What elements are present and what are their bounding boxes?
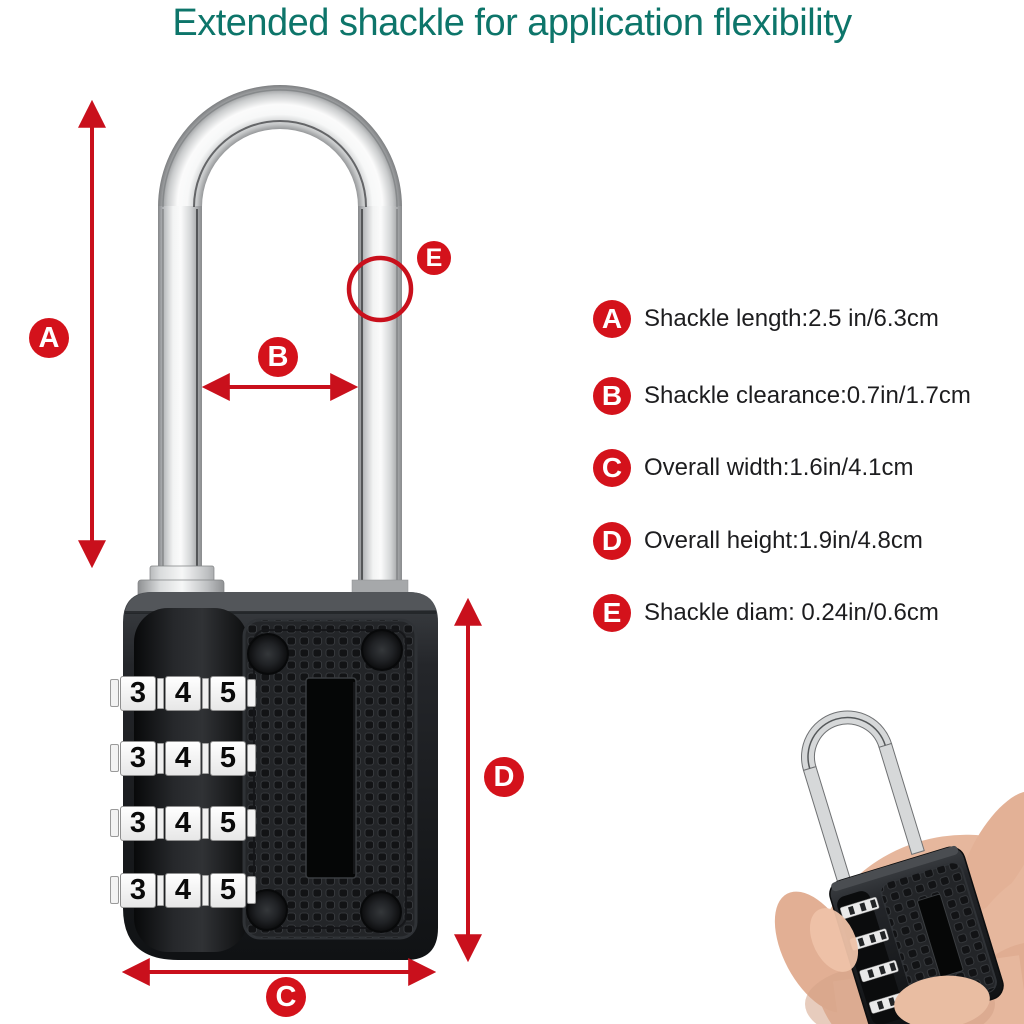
padlock-shackle (158, 85, 402, 598)
screw-dome (246, 889, 288, 931)
dial-edge (110, 876, 119, 904)
dial-digit[interactable]: 3 (120, 805, 156, 841)
dial-edge (110, 744, 119, 772)
inset-photo (774, 710, 1024, 1024)
dimension-ring-e (346, 255, 414, 323)
legend-item-d: D Overall height:1.9in/4.8cm (593, 522, 923, 560)
inset-thumb-tip (809, 908, 859, 972)
inset-fingertip (894, 975, 990, 1024)
dial-separator (157, 742, 164, 774)
dial-separator (157, 807, 164, 839)
dial-digit[interactable]: 4 (165, 805, 201, 841)
dial-digit[interactable]: 5 (210, 872, 246, 908)
dial-edge (247, 679, 256, 707)
legend-item-e: E Shackle diam: 0.24in/0.6cm (593, 594, 939, 632)
legend-item-c: C Overall width:1.6in/4.1cm (593, 449, 913, 487)
dial-separator (157, 874, 164, 906)
dimension-badge-d: D (484, 757, 524, 797)
legend-text-d: Overall height:1.9in/4.8cm (644, 527, 923, 554)
dial-separator (202, 807, 209, 839)
dimension-badge-c: C (266, 977, 306, 1017)
screw-dome (361, 629, 403, 671)
dial-separator (202, 677, 209, 709)
dial-digit[interactable]: 4 (165, 740, 201, 776)
dial-edge (247, 744, 256, 772)
dial-row-3[interactable]: 3 4 5 (110, 805, 256, 841)
legend-text-c: Overall width:1.6in/4.1cm (644, 454, 914, 481)
dial-digit[interactable]: 5 (210, 805, 246, 841)
dial-edge (110, 809, 119, 837)
dial-edge (110, 679, 119, 707)
dial-row-2[interactable]: 3 4 5 (110, 740, 256, 776)
dial-separator (157, 677, 164, 709)
dial-digit[interactable]: 5 (210, 740, 246, 776)
legend-badge-d: D (593, 522, 631, 560)
dial-edge (247, 809, 256, 837)
screw-dome (247, 633, 289, 675)
legend-item-b: B Shackle clearance:0.7in/1.7cm (593, 377, 971, 415)
screw-dome (360, 891, 402, 933)
page-title: Extended shackle for application flexibi… (172, 2, 852, 44)
dial-digit[interactable]: 4 (165, 872, 201, 908)
legend-badge-c: C (593, 449, 631, 487)
dial-digit[interactable]: 3 (120, 740, 156, 776)
dial-separator (202, 742, 209, 774)
legend-badge-e: E (593, 594, 631, 632)
dial-digit[interactable]: 3 (120, 675, 156, 711)
legend-text-e: Shackle diam: 0.24in/0.6cm (644, 599, 939, 626)
legend-badge-b: B (593, 377, 631, 415)
dial-digit[interactable]: 5 (210, 675, 246, 711)
dimension-badge-e: E (417, 241, 451, 275)
dial-row-1[interactable]: 3 4 5 (110, 675, 256, 711)
legend-item-a: A Shackle length:2.5 in/6.3cm (593, 300, 939, 338)
dial-digit[interactable]: 3 (120, 872, 156, 908)
legend-badge-a: A (593, 300, 631, 338)
dimension-badge-a: A (29, 318, 69, 358)
dial-row-4[interactable]: 3 4 5 (110, 872, 256, 908)
legend-text-a: Shackle length:2.5 in/6.3cm (644, 305, 939, 332)
dial-separator (202, 874, 209, 906)
dial-edge (247, 876, 256, 904)
dimension-badge-b: B (258, 337, 298, 377)
dial-digit[interactable]: 4 (165, 675, 201, 711)
legend-text-b: Shackle clearance:0.7in/1.7cm (644, 382, 971, 409)
